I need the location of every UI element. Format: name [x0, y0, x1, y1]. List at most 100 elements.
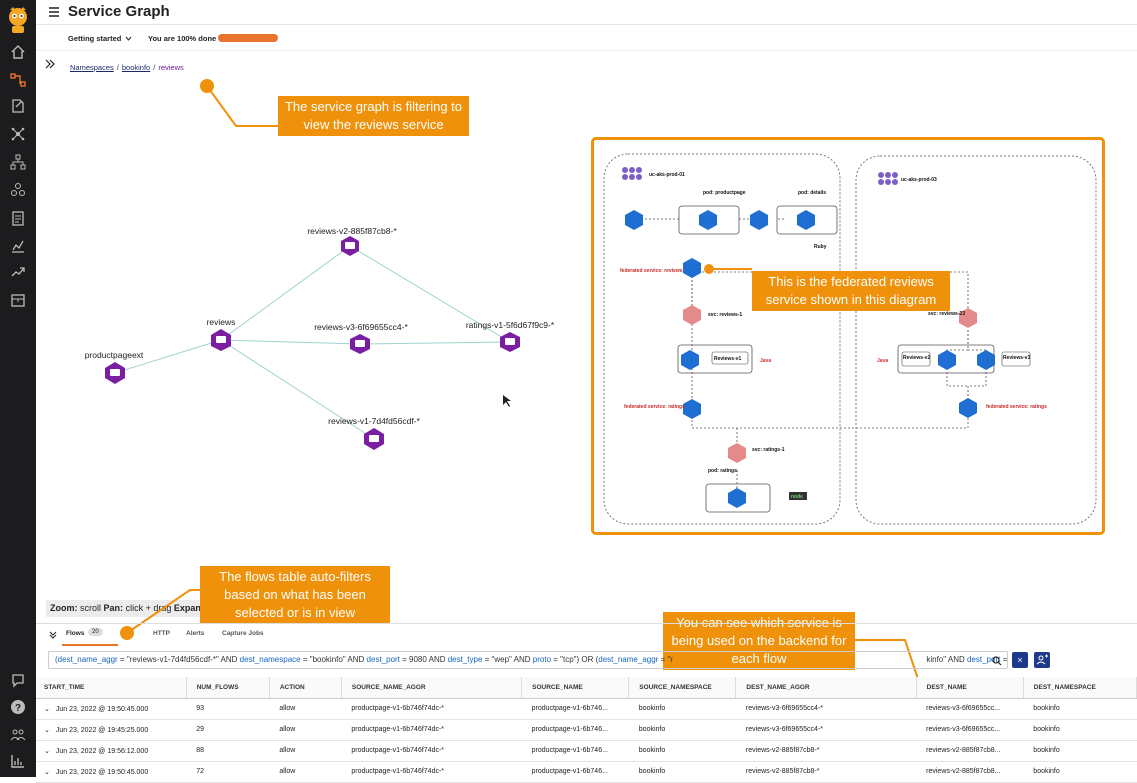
- tab-flows[interactable]: Flows: [66, 630, 85, 637]
- table-cell: allow: [269, 698, 342, 720]
- mouse-cursor-icon: [503, 395, 511, 407]
- breadcrumb-separator: /: [153, 63, 156, 72]
- column-header-source-namespace[interactable]: SOURCE_NAMESPACE: [628, 677, 737, 699]
- edge-v3-ratings: [359, 341, 511, 345]
- java-label-right: Java: [877, 358, 888, 364]
- column-header-source-name[interactable]: SOURCE_NAME: [521, 677, 630, 699]
- cluster-left-label: uc-aks-prod-01: [649, 172, 685, 178]
- stats-icon[interactable]: [8, 751, 28, 771]
- table-cell: reviews-v3-6f69655cc...: [916, 719, 1024, 741]
- label-reviews-v3: reviews-v3-6f69655cc4-*: [314, 322, 408, 332]
- page-title: Service Graph: [68, 3, 170, 20]
- table-cell: productpage-v1-6b746...: [521, 719, 629, 741]
- table-cell: bookinfo: [628, 761, 736, 783]
- breadcrumb-namespaces[interactable]: Namespaces: [70, 63, 114, 72]
- tigera-logo-icon: [9, 7, 27, 33]
- label-productpageext: productpageext: [85, 350, 144, 360]
- expand-row-icon[interactable]: ⌄: [44, 705, 50, 713]
- edge-reviews-v1: [220, 339, 375, 440]
- table-cell: 93: [186, 698, 270, 720]
- cluster-right-label: uc-aks-prod-03: [901, 177, 937, 183]
- user-filter-icon: [1036, 654, 1048, 665]
- chevron-down-icon: [125, 36, 132, 41]
- managed-clusters-icon[interactable]: [8, 290, 28, 310]
- dashboards-icon[interactable]: [8, 236, 28, 256]
- table-cell: bookinfo: [628, 698, 736, 720]
- table-cell: allow: [269, 719, 342, 741]
- table-cell: bookinfo: [628, 740, 736, 762]
- expand-row-icon[interactable]: ⌄: [44, 768, 50, 776]
- users-icon[interactable]: [8, 724, 28, 744]
- column-header-dest-name[interactable]: DEST_NAME: [916, 677, 1024, 699]
- tab-capture-jobs[interactable]: Capture Jobs: [222, 630, 264, 637]
- active-tab-indicator: [62, 644, 118, 646]
- table-cell: reviews-v2-885f87cb8...: [916, 740, 1024, 762]
- table-cell: productpage-v1-6b746...: [521, 698, 629, 720]
- getting-started-dropdown[interactable]: Getting started: [68, 34, 132, 43]
- table-cell: ⌄Jun 23, 2022 @ 19:50:45.000: [36, 698, 187, 720]
- cluster-icon[interactable]: [8, 180, 28, 200]
- tab-http[interactable]: HTTP: [153, 630, 170, 637]
- activity-icon[interactable]: [8, 262, 28, 282]
- breadcrumb-separator: /: [116, 63, 119, 72]
- help-icon[interactable]: ?: [8, 697, 28, 717]
- column-header-dest-name-aggr[interactable]: DEST_NAME_AGGR: [735, 677, 917, 699]
- federated-services-diagram: uc-aks-prod-01 uc-aks-prod-03: [591, 137, 1105, 535]
- callout-flows-connector: [120, 589, 200, 640]
- expand-row-icon[interactable]: ⌄: [44, 726, 50, 734]
- progress-text: You are 100% done: [148, 34, 217, 43]
- edge-reviews-v3: [220, 339, 361, 345]
- expand-panel-icon[interactable]: [44, 58, 56, 70]
- menu-icon[interactable]: [48, 6, 60, 18]
- service-graph-canvas[interactable]: reviews-v2-885f87cb8-* reviews reviews-v…: [36, 78, 1137, 598]
- callout-connector: [206, 85, 280, 127]
- label-reviews-v2: reviews-v2-885f87cb8-*: [307, 226, 397, 236]
- reviews-v2-box: Reviews-v2: [903, 355, 930, 361]
- tab-alerts[interactable]: Alerts: [186, 630, 205, 637]
- left-nav-rail: ?: [0, 0, 36, 777]
- fed-ratings-left-label: federated service: ratings: [624, 404, 685, 410]
- column-header-start-time[interactable]: START_TIME: [36, 677, 187, 699]
- graph-svg: reviews-v2-885f87cb8-* reviews reviews-v…: [85, 79, 555, 450]
- endpoints-icon[interactable]: [8, 152, 28, 172]
- home-icon[interactable]: [8, 42, 28, 62]
- column-header-source-name-aggr[interactable]: SOURCE_NAME_AGGR: [341, 677, 523, 699]
- breadcrumb-bookinfo[interactable]: bookinfo: [121, 63, 151, 72]
- getting-started-label: Getting started: [68, 34, 122, 43]
- save-filter-button[interactable]: [1034, 652, 1050, 668]
- table-cell: reviews-v3-6f69655cc4-*: [735, 719, 917, 741]
- column-header-dest-namespace[interactable]: DEST_NAMESPACE: [1023, 677, 1137, 699]
- callout-federated: This is the federated reviews service sh…: [752, 271, 950, 311]
- compliance-icon[interactable]: [8, 208, 28, 228]
- search-icon[interactable]: [992, 656, 1002, 666]
- breadcrumb-reviews: reviews: [158, 63, 184, 72]
- federated-diagram-svg: uc-aks-prod-01 uc-aks-prod-03: [603, 153, 1097, 525]
- chat-icon[interactable]: [8, 670, 28, 690]
- service-graph-icon[interactable]: [8, 70, 28, 90]
- column-header-action[interactable]: ACTION: [269, 677, 342, 699]
- expand-row-icon[interactable]: ⌄: [44, 747, 50, 755]
- clear-filter-button[interactable]: ×: [1012, 652, 1028, 668]
- table-cell: reviews-v2-885f87cb8-*: [735, 761, 917, 783]
- bottom-panel-tabs: Flows 20 HTTP Alerts Capture Jobs: [36, 623, 1137, 646]
- java-label-left: Java: [760, 358, 771, 364]
- column-header-num-flows[interactable]: NUM_FLOWS: [186, 677, 270, 699]
- label-reviews: reviews: [207, 317, 236, 327]
- progress-fill: [218, 34, 278, 42]
- table-cell: reviews-v2-885f87cb8-*: [735, 740, 917, 762]
- table-cell: ⌄Jun 23, 2022 @ 19:50:45.000: [36, 761, 187, 783]
- table-cell: productpage-v1-6b746f74dc-*: [341, 740, 522, 762]
- policies-icon[interactable]: [8, 96, 28, 116]
- collapse-panel-icon[interactable]: [48, 630, 58, 640]
- filter-query-input[interactable]: (dest_name_aggr = "reviews-v1-7d4fd56cdf…: [48, 651, 1008, 669]
- svg-text:?: ?: [15, 703, 21, 714]
- network-icon[interactable]: [8, 124, 28, 144]
- flows-count-badge: 20: [88, 628, 103, 636]
- callout-flows: The flows table auto-filters based on wh…: [200, 566, 390, 624]
- page-header: Service Graph: [36, 0, 1137, 25]
